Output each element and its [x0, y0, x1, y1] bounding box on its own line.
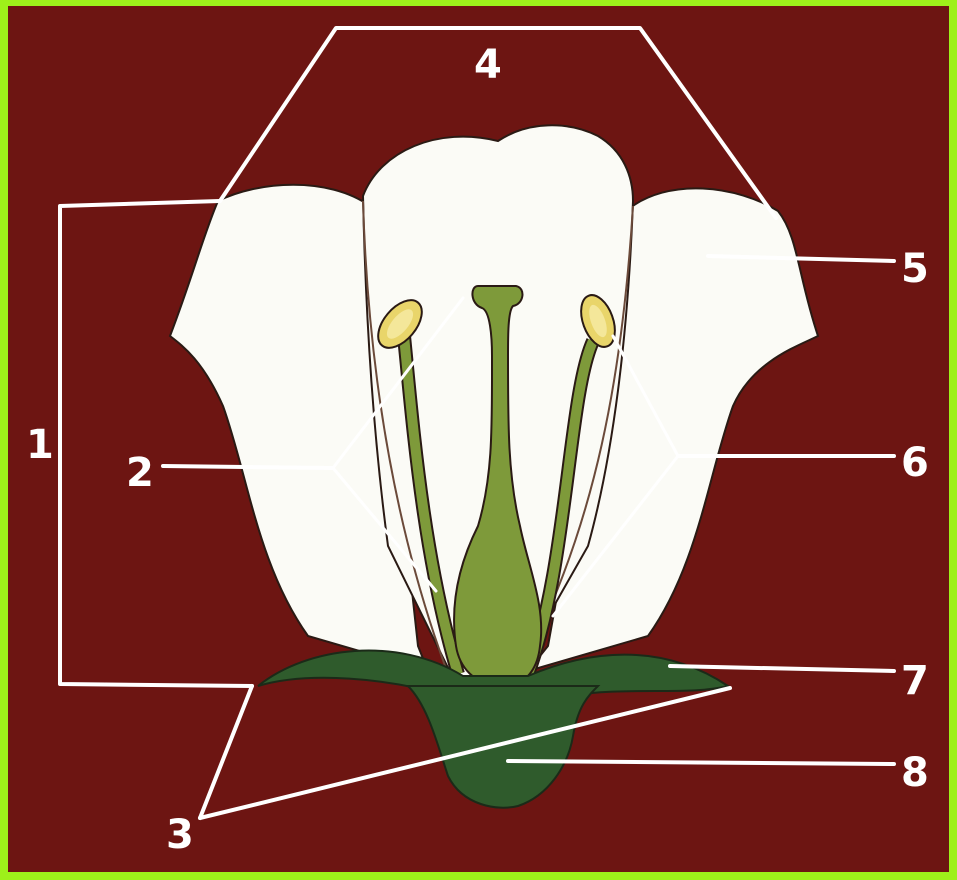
label-1: 1 [26, 422, 54, 468]
flower-diagram: 1 2 3 4 5 6 7 8 [8, 6, 949, 872]
leader-3 [200, 686, 252, 818]
leader-7 [670, 666, 894, 671]
leader-2 [163, 466, 333, 468]
label-7: 7 [901, 658, 929, 704]
leader-8 [508, 761, 894, 764]
label-3: 3 [166, 812, 194, 858]
receptacle [408, 686, 598, 808]
label-4: 4 [474, 42, 502, 88]
label-6: 6 [901, 440, 929, 486]
label-5: 5 [901, 246, 929, 292]
label-2: 2 [126, 450, 154, 496]
label-8: 8 [901, 750, 929, 796]
diagram-canvas: 1 2 3 4 5 6 7 8 [8, 6, 949, 872]
